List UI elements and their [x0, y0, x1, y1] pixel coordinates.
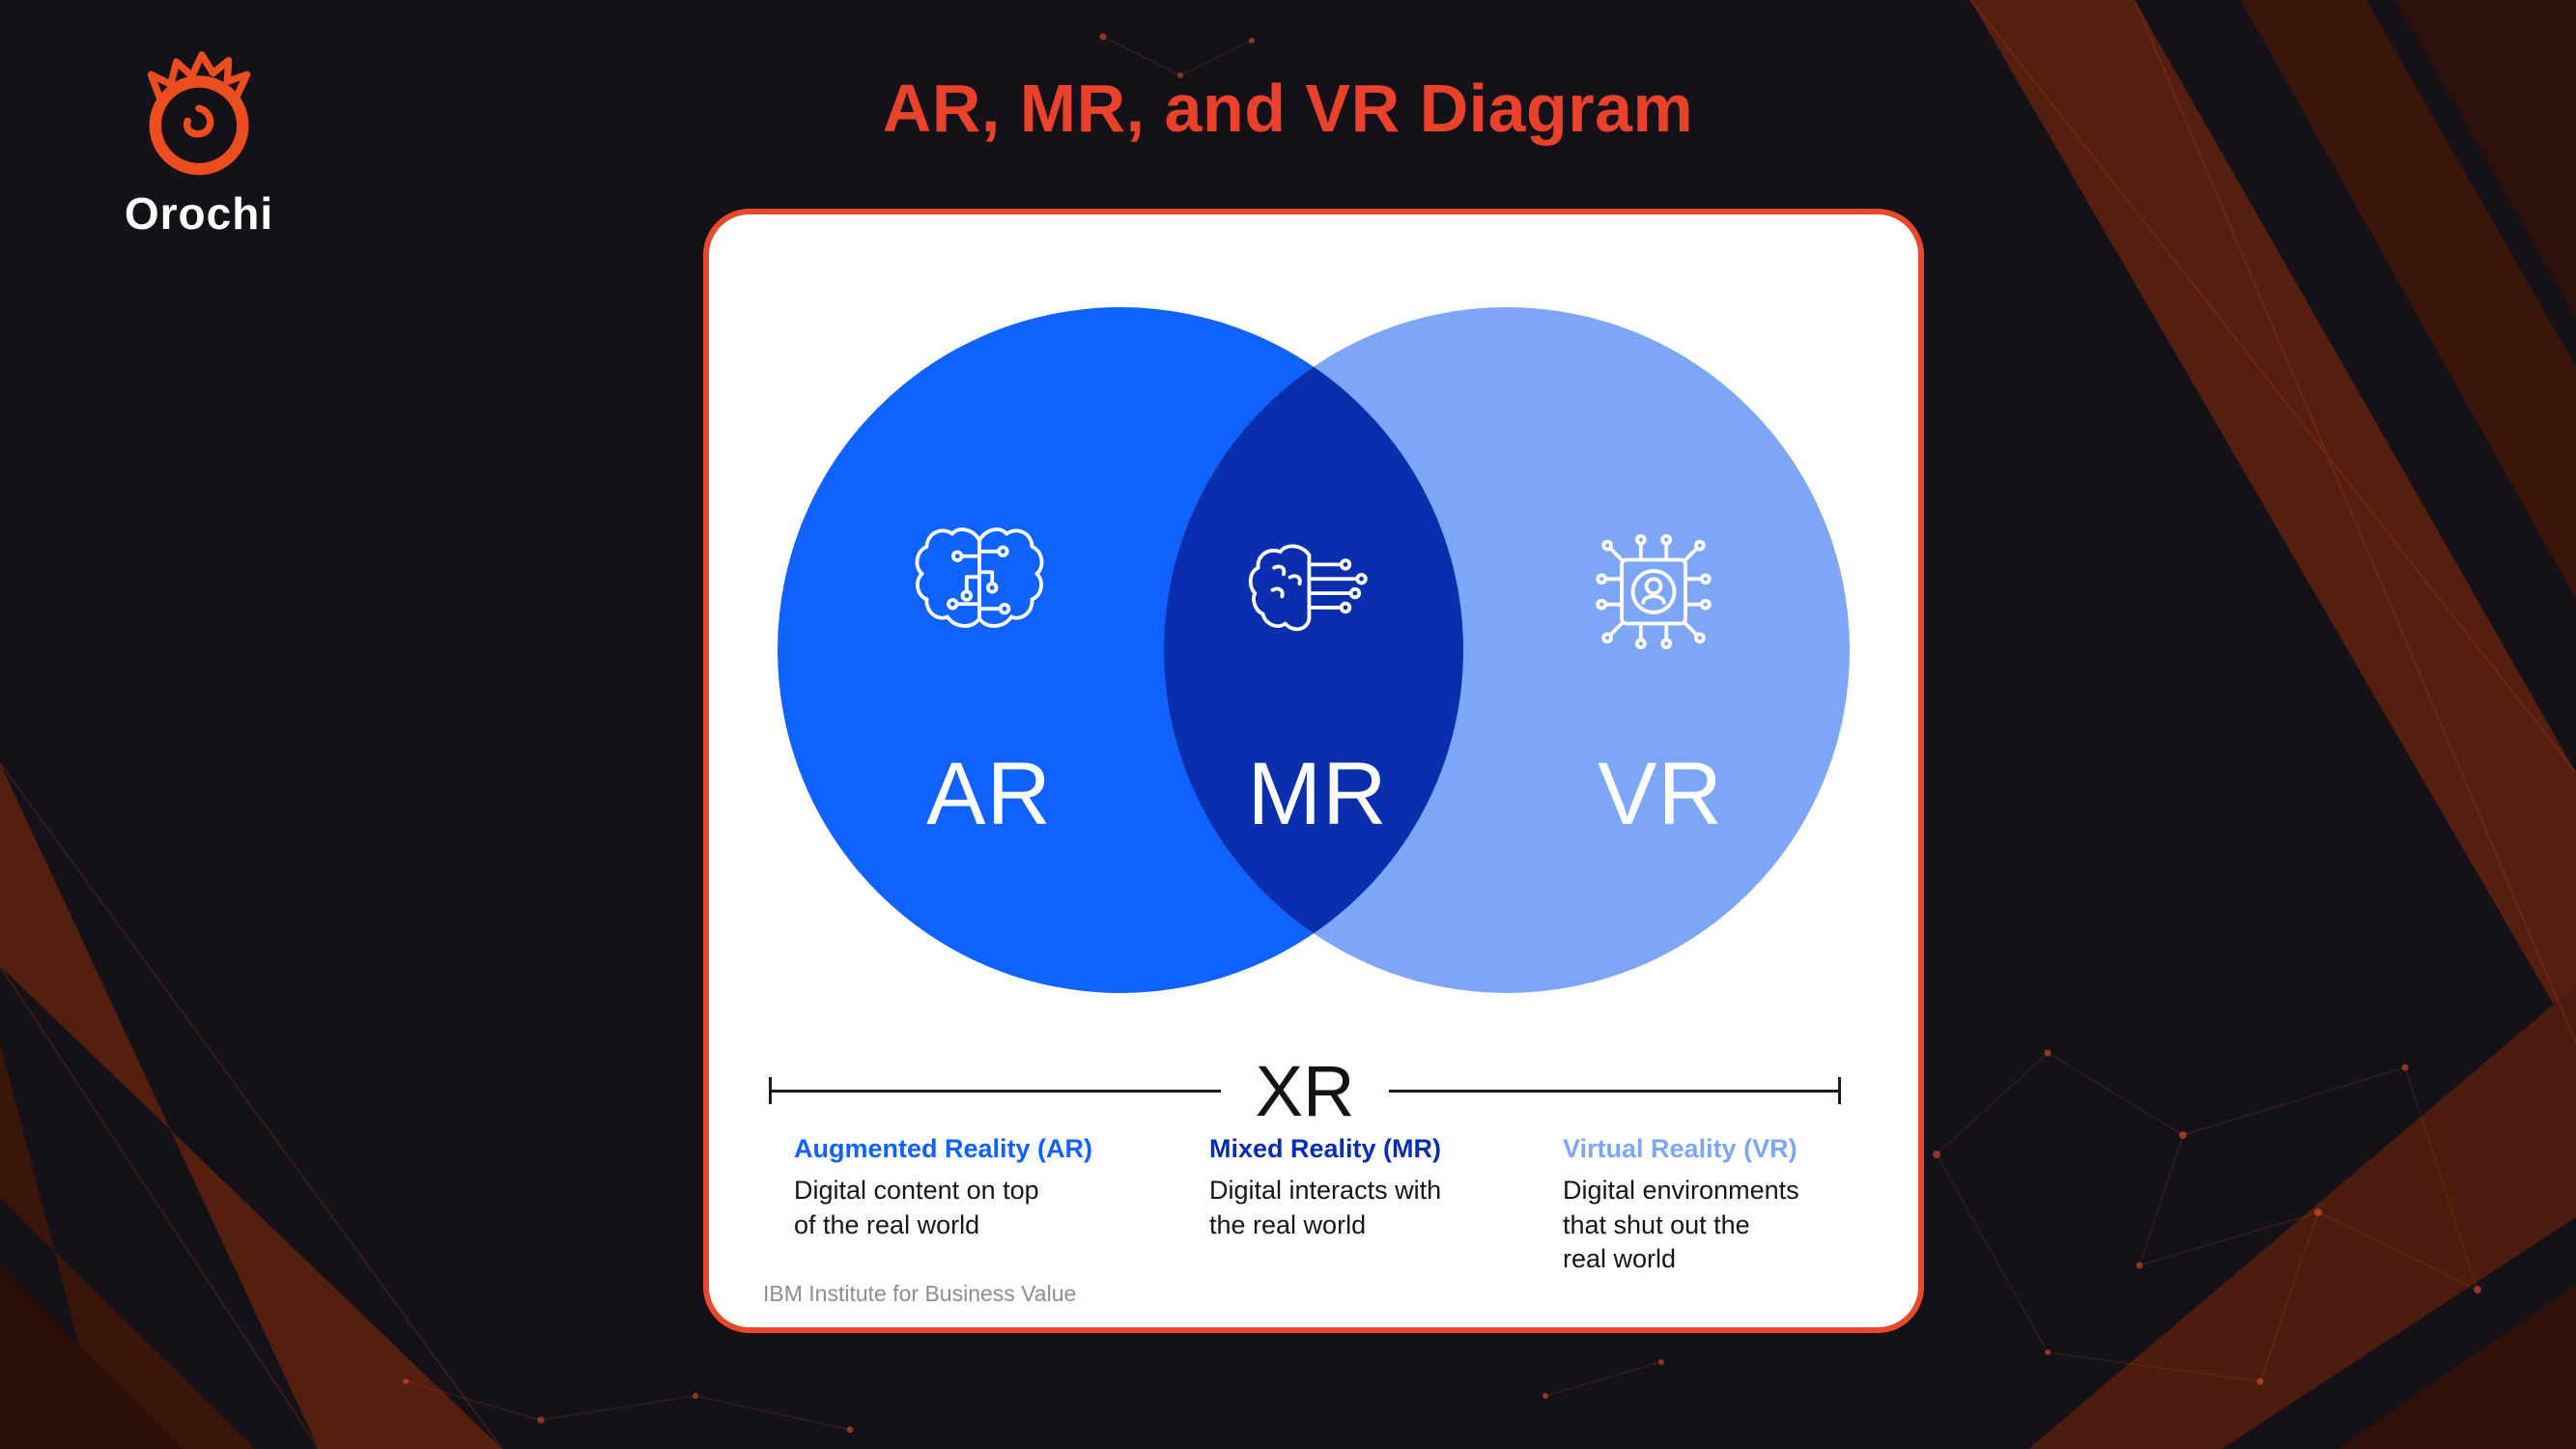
brain-circuit-icon	[892, 500, 1066, 660]
chip-person-icon	[1567, 512, 1741, 671]
legend-mr-title: Mixed Reality (MR)	[1209, 1134, 1442, 1163]
venn-overlap-mr	[1164, 366, 1463, 934]
bracket-line-right	[1389, 1089, 1838, 1093]
page-title: AR, MR, and VR Diagram	[882, 71, 1694, 146]
legend-ar-description: Digital content on top of the real world	[794, 1176, 1039, 1239]
dragon-ring-icon	[147, 51, 251, 176]
legend-mr: Mixed Reality (MR) Digital interacts wit…	[1209, 1134, 1528, 1242]
bracket-tick-left	[769, 1077, 772, 1104]
venn-label-ar: AR	[926, 745, 1052, 843]
diagram-card: AR MR VR XR Augmented Reality (AR) Digit…	[703, 209, 1924, 1333]
legend-vr-description: Digital environments that shut out the r…	[1563, 1176, 1799, 1274]
venn-label-vr: VR	[1598, 745, 1723, 843]
legend-vr: Virtual Reality (VR) Digital environment…	[1563, 1134, 1882, 1277]
brain-wires-icon	[1229, 507, 1402, 667]
source-attribution: IBM Institute for Business Value	[763, 1281, 1077, 1306]
xr-label: XR	[1255, 1050, 1355, 1131]
legend-ar: Augmented Reality (AR) Digital content o…	[794, 1134, 1113, 1242]
legend-ar-title: Augmented Reality (AR)	[794, 1134, 1093, 1163]
venn-label-mr: MR	[1247, 745, 1388, 843]
bracket-tick-right	[1838, 1077, 1841, 1104]
venn-diagram	[778, 307, 1850, 993]
legend-mr-description: Digital interacts with the real world	[1209, 1176, 1442, 1239]
xr-bracket: XR	[769, 1047, 1841, 1134]
brand-name: Orochi	[124, 188, 274, 239]
bracket-line-left	[772, 1089, 1221, 1093]
legend-vr-title: Virtual Reality (VR)	[1563, 1134, 1798, 1163]
brand-logo: Orochi	[114, 46, 284, 240]
